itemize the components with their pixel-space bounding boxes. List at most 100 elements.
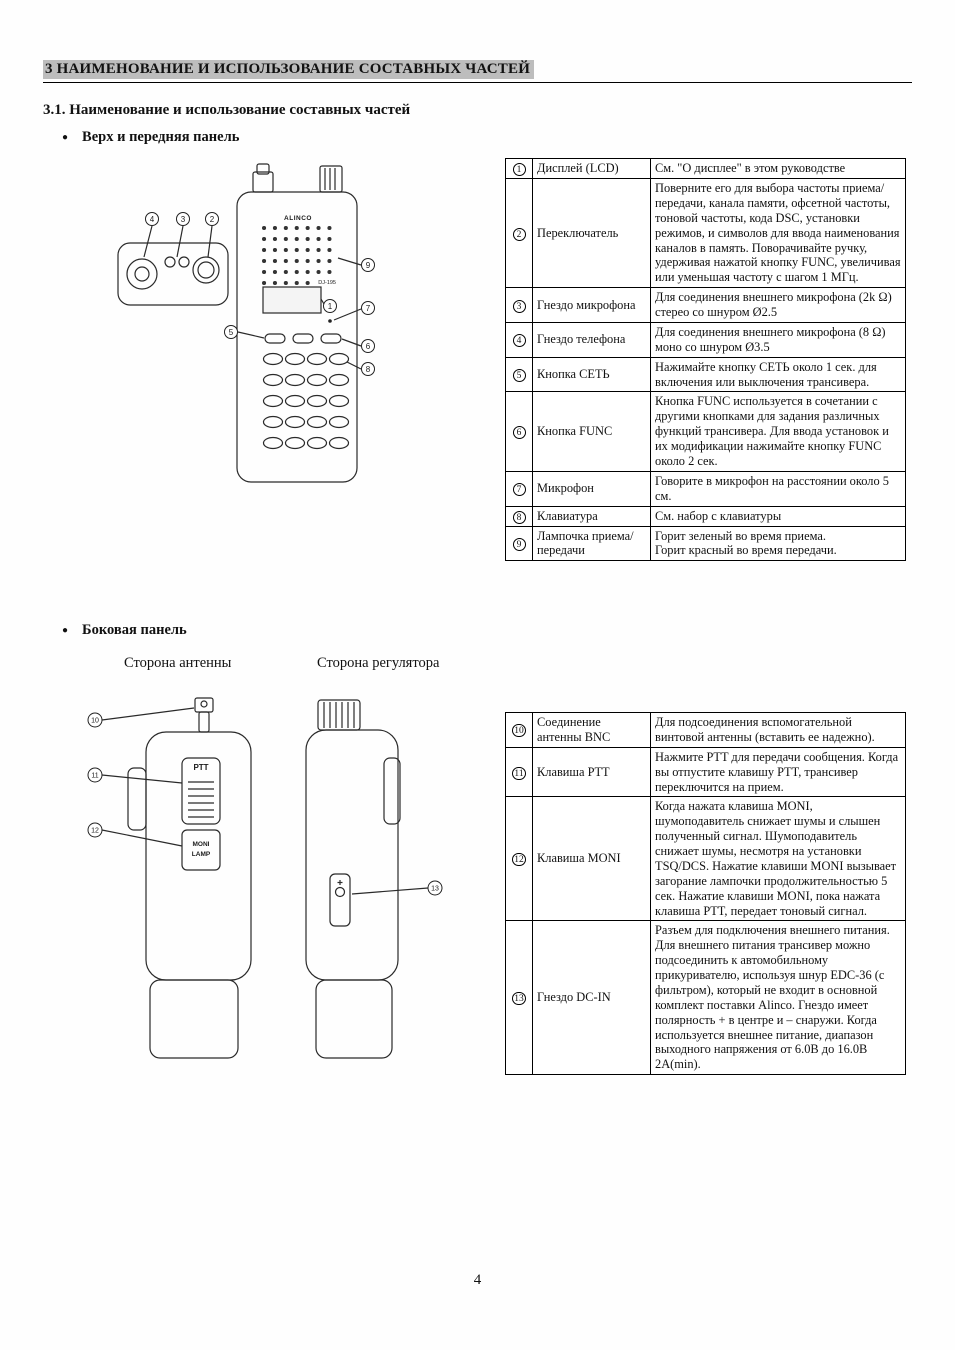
part-description: Поверните его для выбора частоты приема/… [650,177,906,289]
table-row: 2 Переключатель Поверните его для выбора… [505,177,906,289]
callout-number: 5 [512,369,526,382]
callout-number: 2 [512,227,526,241]
mic-hole [328,319,332,323]
bullet-icon: ● [62,625,69,636]
table-row: 8 Клавиатура См. набор с клавиатуры [505,505,906,527]
table-row: 9 Лампочка приема/передачи Горит зеленый… [505,525,906,562]
callout-number: 12 [512,853,526,867]
table-row: 5 Кнопка СЕТЬ Нажимайте кнопку СЕТЬ окол… [505,356,906,393]
callout-number: 8 [512,510,526,524]
bnc-connector [194,697,214,713]
callout-11: 11 [91,773,98,780]
callout-number: 6 [512,426,526,440]
callout-4: 4 [150,215,155,224]
section-title: 3.1. Наименование и использование состав… [43,102,411,118]
moni-label: MONI [193,841,210,848]
part-name: Кнопка СЕТЬ [532,356,651,393]
part-name: Гнездо DC-IN [532,920,651,1076]
part-name: Дисплей (LCD) [532,158,651,179]
part-description: Для соединения внешнего микрофона (8 Ω) … [650,321,906,358]
part-description: Нажмите PTT для передачи сообщения. Когд… [650,746,906,798]
part-description: Для подсоединения вспомогательной винтов… [650,712,906,748]
part-description: Разъем для подключения внешнего питания.… [650,920,906,1076]
callout-number: 9 [512,537,526,551]
callout-number: 11 [512,766,526,780]
top-knob [319,165,343,193]
callout-number: 13 [512,992,526,1006]
callout-10: 10 [91,718,99,725]
page-number: 4 [473,1272,482,1288]
bullet-icon: ● [62,132,69,143]
table-row: 10 Соединение антенны BNC Для подсоедине… [505,712,906,748]
part-name: Клавиатура [532,505,651,527]
moni-button [181,829,221,871]
table-row: 1 Дисплей (LCD) См. "О дисплее" в этом р… [505,158,906,179]
part-description: Для соединения внешнего микрофона (2k Ω)… [650,287,906,323]
part-description: Горит зеленый во время приема. Горит кра… [650,525,906,562]
part-name: Клавиша MONI [532,796,651,922]
side-panel-table: 10 Соединение антенны BNC Для подсоедине… [505,712,906,1076]
regulator-side-label: Сторона регулятора [317,655,440,671]
callout-12: 12 [91,828,99,835]
battery-pack-left [149,979,239,1059]
part-name: Клавиша PTT [532,746,651,798]
callout-number: 7 [512,483,526,497]
lcd-display [262,286,322,314]
side-panel-bullet-label: Боковая панель [82,622,187,638]
callout-number: 3 [512,299,526,313]
callout-number: 1 [512,163,526,176]
front-panel-table: 1 Дисплей (LCD) См. "О дисплее" в этом р… [505,158,906,562]
callout-1: 1 [328,302,333,311]
table-row: 6 Кнопка FUNC Кнопка FUNC используется в… [505,391,906,472]
lamp-label: LAMP [192,851,211,858]
side-panel-bullet: ● Боковая панель [62,622,187,639]
front-panel-bullet: ● Верх и передняя панель [62,129,239,146]
part-name: Гнездо микрофона [532,287,651,323]
battery-pack-right [315,979,393,1059]
table-row: 11 Клавиша PTT Нажмите PTT для передачи … [505,746,906,798]
part-description: Кнопка FUNC используется в сочетании с д… [650,391,906,472]
front-view-body [236,191,358,483]
part-name: Микрофон [532,470,651,507]
callout-5: 5 [229,328,234,337]
table-row: 7 Микрофон Говорите в микрофон на рассто… [505,470,906,507]
part-name: Лампочка приема/передачи [532,525,651,562]
callout-2: 2 [210,215,215,224]
front-panel-bullet-label: Верх и передняя панель [82,129,240,145]
table-row: 13 Гнездо DC-IN Разъем для подключения в… [505,920,906,1076]
dc-in-jack [329,873,351,927]
top-view-body [117,242,229,306]
part-name: Переключатель [532,177,651,289]
part-description: См. "О дисплее" в этом руководстве [650,158,906,179]
callout-7: 7 [366,304,371,313]
ptt-label: PTT [193,763,208,772]
part-name: Гнездо телефона [532,321,651,358]
callout-9: 9 [366,261,371,270]
brand-label: ALINCO [284,215,312,222]
keypad [262,352,350,450]
callout-number: 10 [512,724,526,738]
side-panel-drawing: PTT MONI LAMP 10 11 12 13 [78,688,458,1078]
chapter-title: 3 НАИМЕНОВАНИЕ И ИСПОЛЬЗОВАНИЕ СОСТАВНЫХ… [43,60,535,79]
chapter-header-rule: 3 НАИМЕНОВАНИЕ И ИСПОЛЬЗОВАНИЕ СОСТАВНЫХ… [43,60,912,83]
ptt-button [181,757,221,825]
radio-front-top-view: ALINCO DJ-195 4 3 2 9 1 7 5 6 8 [117,163,375,483]
antenna-side-label: Сторона антенны [124,655,232,671]
model-label: DJ-195 [318,280,336,286]
table-row: 4 Гнездо телефона Для соединения внешнег… [505,321,906,358]
part-name: Кнопка FUNC [532,391,651,472]
part-description: См. набор с клавиатуры [650,505,906,527]
radio-side-views: PTT MONI LAMP 10 11 12 13 [87,697,443,1059]
part-description: Нажимайте кнопку СЕТЬ около 1 сек. для в… [650,356,906,393]
part-name: Соединение антенны BNC [532,712,651,748]
part-description: Когда нажата клавиша MONI, шумоподавител… [650,796,906,922]
callout-3: 3 [181,215,186,224]
part-description: Говорите в микрофон на расстоянии около … [650,470,906,507]
callout-6: 6 [366,342,371,351]
table-row: 12 Клавиша MONI Когда нажата клавиша MON… [505,796,906,922]
speaker-grille [262,226,334,285]
table-row: 3 Гнездо микрофона Для соединения внешне… [505,287,906,323]
callout-13: 13 [431,886,439,893]
callout-8: 8 [366,365,371,374]
